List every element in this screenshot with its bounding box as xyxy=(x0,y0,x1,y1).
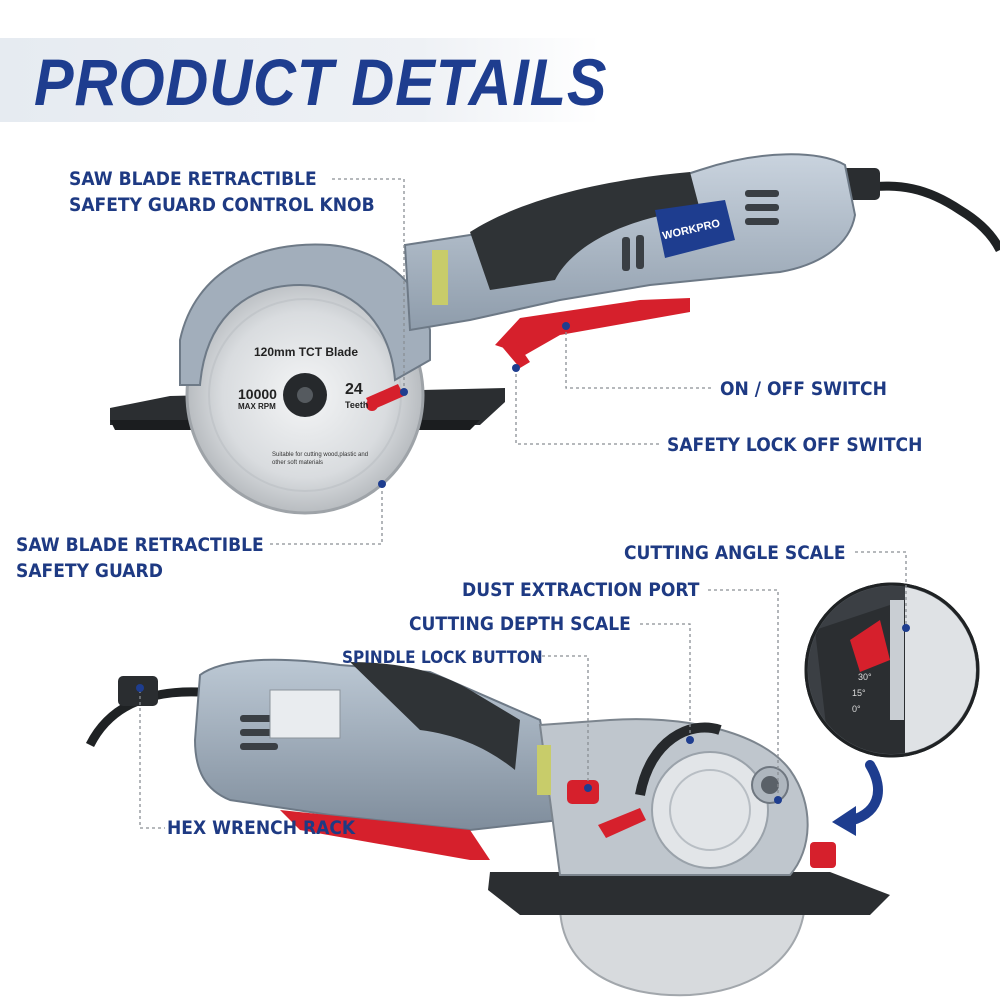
top-safety-lock xyxy=(498,340,530,368)
top-saw xyxy=(110,153,1000,515)
brand-badge xyxy=(655,200,735,258)
blade-note-2: other soft materials xyxy=(272,460,324,466)
callout-spindle-lock-button: SPINDLE LOCK BUTTON xyxy=(342,648,543,668)
callout-dust-extraction-port: DUST EXTRACTION PORT xyxy=(462,579,700,601)
callout-guard-knob-line2: SAFETY GUARD CONTROL KNOB xyxy=(69,194,375,216)
dot-marker-icon xyxy=(136,322,910,804)
bottom-grip xyxy=(350,662,520,770)
blade-teeth-label: 24 xyxy=(345,381,363,398)
callout-guard-control-knob: SAW BLADE RETRACTIBLE SAFETY GUARD CONTR… xyxy=(69,166,375,218)
bottom-blade xyxy=(558,904,807,997)
callout-guard-knob-line1: SAW BLADE RETRACTIBLE xyxy=(69,168,317,190)
bottom-guard-knob xyxy=(598,808,646,838)
callout-hex-wrench-rack: HEX WRENCH RACK xyxy=(167,817,356,839)
angle-mark-30: 30° xyxy=(858,672,872,682)
leader-lines xyxy=(139,178,907,829)
blade-rpm-label: 10000 xyxy=(238,386,277,402)
callout-cutting-angle-scale: CUTTING ANGLE SCALE xyxy=(624,542,846,564)
top-grip xyxy=(470,172,700,290)
power-cord-top xyxy=(849,181,1000,253)
top-trigger xyxy=(495,298,690,355)
blade-teeth-unit: Teeth xyxy=(345,400,369,410)
bottom-saw xyxy=(85,658,890,997)
callout-guard-line1: SAW BLADE RETRACTIBLE xyxy=(16,534,264,556)
callout-guard-line2: SAFETY GUARD xyxy=(16,560,163,582)
depth-scale-arc xyxy=(635,722,722,796)
top-upper-guard xyxy=(179,243,431,386)
bottom-trigger xyxy=(280,810,490,860)
callout-safety-guard: SAW BLADE RETRACTIBLE SAFETY GUARD xyxy=(16,532,264,584)
angle-mark-0: 0° xyxy=(852,704,861,714)
header-band xyxy=(0,38,600,122)
page-title: PRODUCT DETAILS xyxy=(34,45,608,119)
blade-name-label: 120mm TCT Blade xyxy=(254,345,359,359)
callout-safety-lock-switch: SAFETY LOCK OFF SWITCH xyxy=(667,434,923,456)
angle-mark-15: 15° xyxy=(852,688,866,698)
angle-scale-zoom xyxy=(804,582,980,758)
spindle-lock-part xyxy=(567,780,599,804)
bottom-base-plate xyxy=(488,872,890,915)
blade-rpm-unit: MAX RPM xyxy=(238,402,276,411)
callout-on-off-switch: ON / OFF SWITCH xyxy=(720,378,887,400)
callout-cutting-depth-scale: CUTTING DEPTH SCALE xyxy=(409,613,631,635)
blade-note-1: Suitable for cutting wood,plastic and xyxy=(272,452,369,458)
